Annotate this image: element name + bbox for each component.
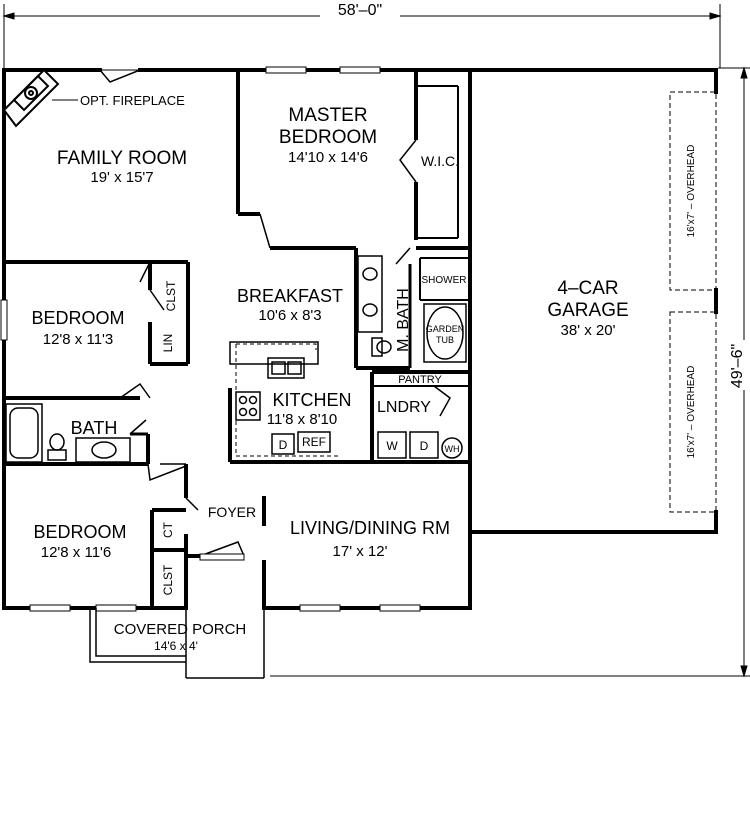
water-heater-label: WH	[445, 444, 460, 454]
master-bedroom-name-1: MASTER	[288, 105, 367, 126]
garage-name-1: 4–CAR	[557, 278, 618, 299]
exterior-walls	[2, 68, 718, 610]
bedroom2-name: BEDROOM	[33, 522, 126, 542]
covered-porch-name: COVERED PORCH	[114, 621, 247, 638]
bedroom2-size: 12'8 x 11'6	[41, 544, 112, 561]
overhead-door-label-2: 16'x7' – OVERHEAD	[686, 366, 697, 459]
width-dim-bg	[320, 2, 400, 18]
breakfast-size: 10'6 x 8'3	[258, 307, 321, 324]
dryer-label: D	[420, 439, 429, 453]
overhead-door-label-1: 16'x7' – OVERHEAD	[686, 145, 697, 238]
living-dining-size: 17' x 12'	[333, 543, 388, 560]
overall-width-label: 58'–0"	[338, 2, 382, 19]
ref-label: REF	[302, 435, 326, 449]
kitchen-cabinets-dashed	[235, 343, 340, 457]
dishwasher-label: D	[279, 438, 288, 452]
covered-porch-size: 14'6 x 4'	[154, 639, 198, 653]
coat-closet-label: CT	[161, 521, 175, 538]
windows	[0, 66, 421, 612]
garden-tub-label-1: GARDEN	[426, 324, 465, 334]
linen-label: LIN	[161, 334, 175, 353]
bath-label: BATH	[71, 418, 118, 438]
washer-label: W	[386, 439, 398, 453]
family-room-size: 19' x 15'7	[90, 169, 153, 186]
door-swings	[119, 139, 451, 557]
kitchen-size: 11'8 x 8'10	[267, 411, 338, 428]
family-room-door	[99, 69, 141, 83]
covered-porch	[89, 608, 265, 679]
master-bedroom-size: 14'10 x 14'6	[288, 149, 368, 166]
master-bath-label: M. BATH	[395, 288, 412, 352]
living-dining-name: LIVING/DINING RM	[290, 518, 450, 538]
garage-doors	[669, 91, 717, 513]
garage-name-2: GARAGE	[547, 300, 628, 321]
closet-label-2: CLST	[161, 564, 175, 595]
wic-label: W.I.C.	[421, 153, 459, 169]
fireplace-note: OPT. FIREPLACE	[80, 93, 185, 108]
breakfast-name: BREAKFAST	[237, 286, 343, 306]
depth-dim-bg	[733, 340, 750, 390]
master-bedroom-name-2: BEDROOM	[279, 127, 377, 148]
garage-size: 38' x 20'	[561, 322, 616, 339]
interior-walls	[4, 70, 470, 608]
bedroom1-name: BEDROOM	[31, 308, 124, 328]
front-door	[199, 553, 245, 561]
foyer-label: FOYER	[208, 504, 256, 520]
shower-label: SHOWER	[422, 275, 467, 286]
garden-tub-label-2: TUB	[436, 335, 454, 345]
kitchen-name: KITCHEN	[272, 390, 351, 410]
bedroom1-size: 12'8 x 11'3	[43, 331, 114, 348]
closet-label-1: CLST	[164, 280, 178, 311]
fireplace	[2, 68, 78, 128]
fixtures	[5, 255, 467, 463]
family-room-name: FAMILY ROOM	[57, 148, 187, 169]
overall-depth-label: 49'–6"	[729, 344, 746, 388]
pantry-label: PANTRY	[398, 374, 442, 386]
laundry-label: LNDRY	[377, 399, 431, 416]
